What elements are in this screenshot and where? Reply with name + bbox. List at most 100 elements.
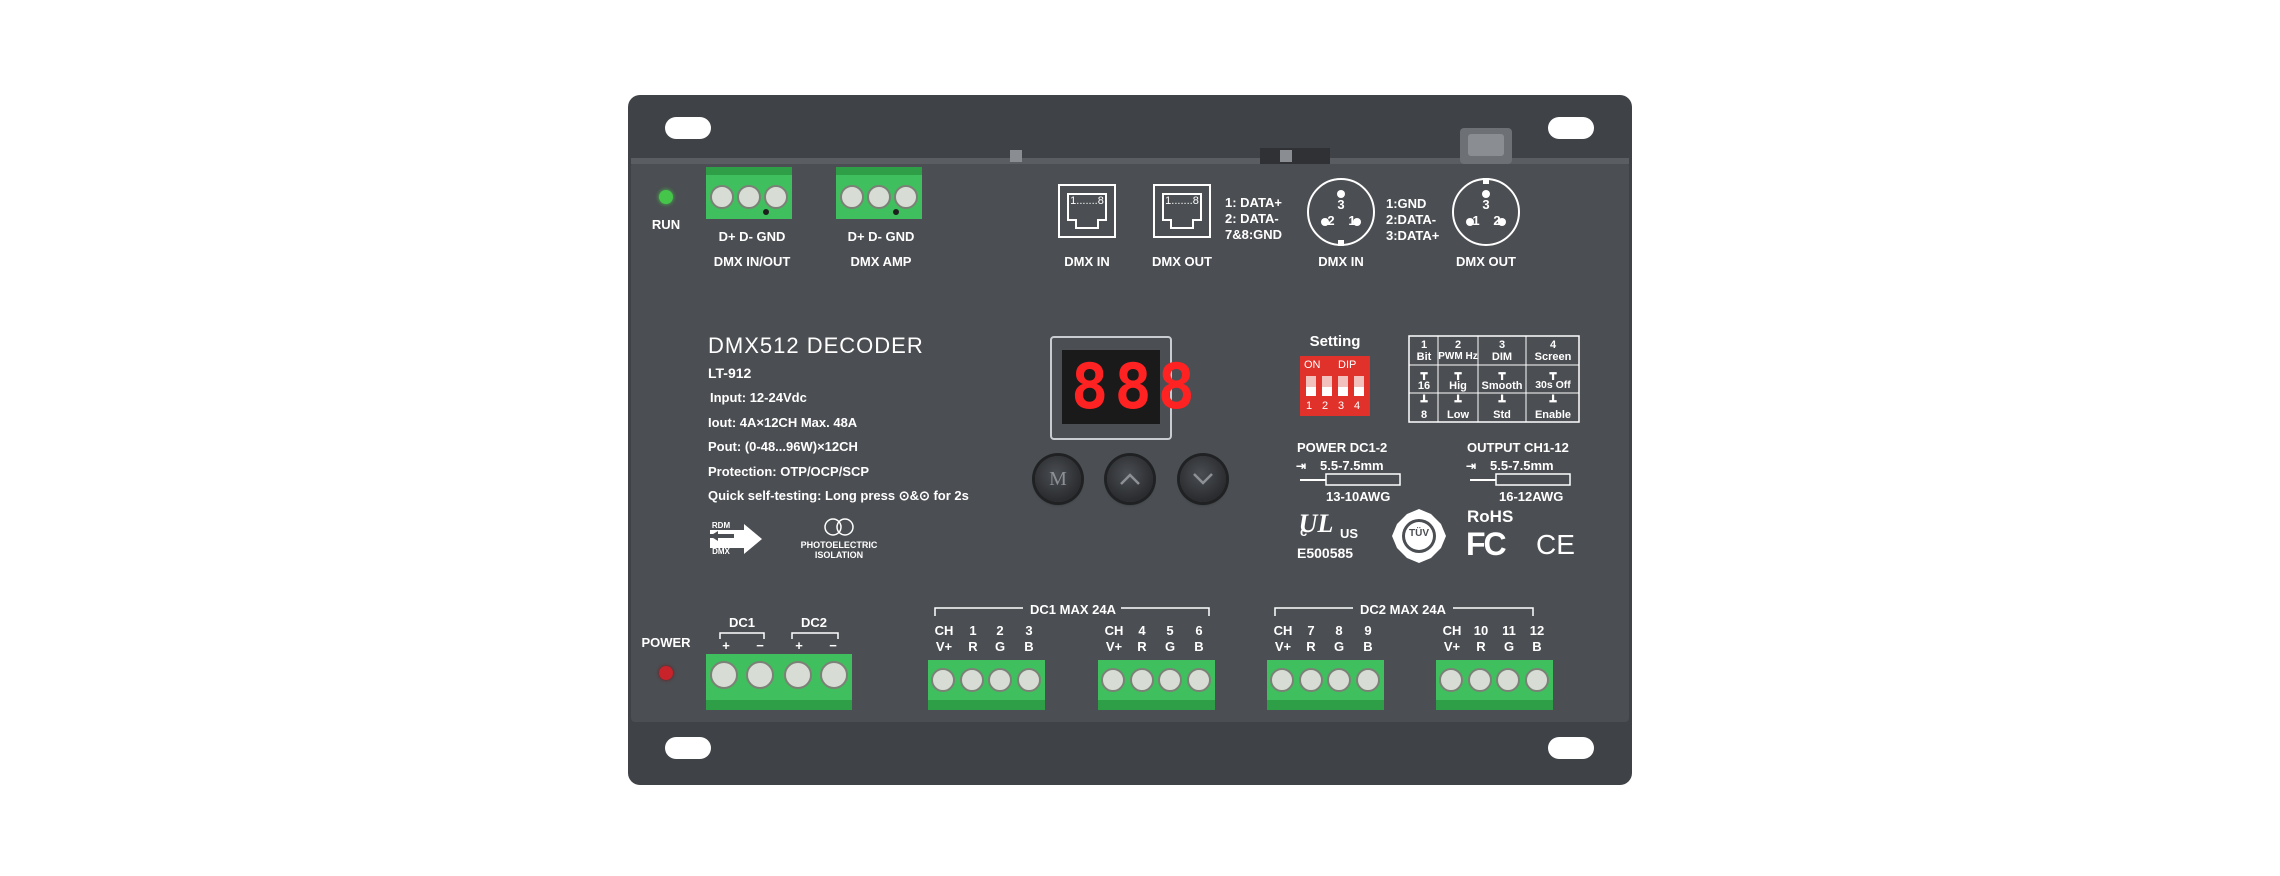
dmx-amp-pins: D+ D- GND: [847, 229, 915, 244]
mounting-hole: [1548, 117, 1594, 139]
block1-top-3: 3: [1025, 623, 1033, 638]
block4-top-3: 12: [1529, 623, 1545, 638]
mounting-hole: [1548, 737, 1594, 759]
spec-protection: Protection: OTP/OCP/SCP: [708, 464, 870, 479]
block4-top-1: 10: [1473, 623, 1489, 638]
mode-button-label: M: [1049, 467, 1067, 490]
run-led: [659, 190, 673, 204]
dc-bracket-lines: [719, 632, 839, 639]
dmx-amp-label: DMX AMP: [850, 254, 912, 269]
output-wire-strip-icon: ⇥: [1466, 459, 1571, 486]
block4-top-2: 11: [1502, 623, 1516, 638]
block2-top-0: CH: [1104, 623, 1124, 638]
output-terminal-ch10-12[interactable]: [1436, 660, 1556, 712]
output-terminal-ch4-6[interactable]: [1098, 660, 1218, 712]
dmx-amp-terminal[interactable]: [836, 167, 926, 223]
grid-col1-num: 1: [1420, 339, 1428, 351]
chevron-up-icon: [1120, 473, 1140, 485]
power-spec-strip: 5.5-7.5mm: [1320, 458, 1384, 473]
dip-toggle-2[interactable]: [1322, 376, 1332, 396]
rj45-out-port-icon[interactable]: [1153, 184, 1213, 240]
dip-toggle-3[interactable]: [1338, 376, 1348, 396]
block2-top-3: 6: [1195, 623, 1203, 638]
mode-button[interactable]: M: [1035, 456, 1081, 502]
grid-up-3: Smooth: [1481, 380, 1523, 392]
block3-top-2: 8: [1335, 623, 1343, 638]
grid-down-arrow-icon: ┻: [1420, 396, 1428, 408]
dc1-plus: +: [722, 638, 730, 653]
rdm-dmx-arrow-icon: [710, 524, 762, 554]
grid-up-4: 30s Off: [1535, 379, 1571, 391]
xlr-out-pin-3: 3: [1482, 197, 1490, 212]
dip-function-grid: [1408, 335, 1580, 423]
spec-input: Input: 12-24Vdc: [710, 390, 807, 405]
ul-number: E500585: [1297, 545, 1354, 561]
power-spec-awg: 13-10AWG: [1326, 489, 1391, 504]
block2-bot-0: V+: [1105, 639, 1123, 654]
xlr-out-port-icon[interactable]: [1450, 176, 1522, 248]
block4-bot-0: V+: [1443, 639, 1461, 654]
rj45-legend-3: 7&8:GND: [1225, 227, 1283, 242]
tuv-mark-icon: [1392, 509, 1446, 563]
isolation-label-2: ISOLATION: [814, 550, 864, 560]
xlr-legend-3: 3:DATA+: [1386, 228, 1440, 243]
dc1-minus: −: [756, 638, 764, 653]
block4-bot-1: R: [1476, 639, 1486, 654]
block4-bot-3: B: [1532, 639, 1542, 654]
grid-col3-name: DIM: [1491, 351, 1513, 363]
grid-col4-num: 4: [1549, 339, 1557, 351]
grid-up-1: 16: [1417, 380, 1431, 392]
dip-toggle-4[interactable]: [1354, 376, 1364, 396]
grid-up-arrow-icon: ┳: [1420, 368, 1428, 380]
ul-c-label: c: [1300, 524, 1308, 539]
grid-down-1: 8: [1420, 409, 1428, 421]
xlr-out-pin-2: 2: [1493, 213, 1501, 228]
block3-top-0: CH: [1273, 623, 1293, 638]
rj45-in-pin-label: 1.......8: [1070, 195, 1104, 207]
chevron-down-icon: [1193, 473, 1213, 485]
dip-num-3: 3: [1338, 400, 1345, 412]
mounting-hole: [665, 737, 711, 759]
xlr-in-pin-2: 2: [1327, 213, 1335, 228]
dc2-label: DC2: [800, 615, 828, 630]
grid-down-2: Low: [1447, 409, 1469, 421]
rj45-in-label: DMX IN: [1064, 254, 1110, 269]
block3-bot-2: G: [1333, 639, 1345, 654]
isolation-icon: [824, 518, 854, 536]
block2-bot-2: G: [1164, 639, 1176, 654]
rj45-legend-2: 2: DATA-: [1225, 211, 1279, 226]
dip-num-1: 1: [1306, 400, 1313, 412]
power-led: [659, 666, 673, 680]
block1-bot-2: G: [994, 639, 1006, 654]
grid-up-arrow-icon: ┳: [1454, 368, 1462, 380]
spec-quick-test: Quick self-testing: Long press ⊙&⊙ for 2…: [708, 488, 969, 503]
dmx-in-out-terminal[interactable]: [706, 167, 796, 223]
xlr-in-port-icon[interactable]: [1305, 176, 1377, 248]
xlr-in-pin-3: 3: [1337, 197, 1345, 212]
up-button[interactable]: [1107, 456, 1153, 502]
grid-up-arrow-icon: ┳: [1498, 368, 1506, 380]
power-wire-strip-icon: ⇥: [1296, 459, 1401, 486]
grid-col3-num: 3: [1498, 339, 1506, 351]
dip-toggle-1[interactable]: [1306, 376, 1316, 396]
dip-switch[interactable]: ON DIP 1 2 3 4: [1300, 356, 1370, 416]
spec-iout: Iout: 4A×12CH Max. 48A: [708, 415, 858, 430]
block2-top-2: 5: [1166, 623, 1174, 638]
block1-bot-3: B: [1024, 639, 1034, 654]
grid-col1-name: Bit: [1416, 351, 1432, 363]
rj45-in-port-icon[interactable]: [1058, 184, 1118, 240]
dc1-label: DC1: [728, 615, 756, 630]
output-terminal-ch1-3[interactable]: [928, 660, 1048, 712]
down-button[interactable]: [1180, 456, 1226, 502]
block2-bot-1: R: [1137, 639, 1147, 654]
grid-col4-name: Screen: [1534, 351, 1572, 363]
output-terminal-ch7-9[interactable]: [1267, 660, 1387, 712]
setting-title: Setting: [1309, 333, 1361, 350]
dc2-plus: +: [795, 638, 803, 653]
power-label: POWER: [641, 635, 691, 650]
block4-top-0: CH: [1442, 623, 1462, 638]
grid-col2-name: PWM Hz: [1438, 351, 1478, 362]
dc-power-terminal[interactable]: [706, 654, 856, 712]
